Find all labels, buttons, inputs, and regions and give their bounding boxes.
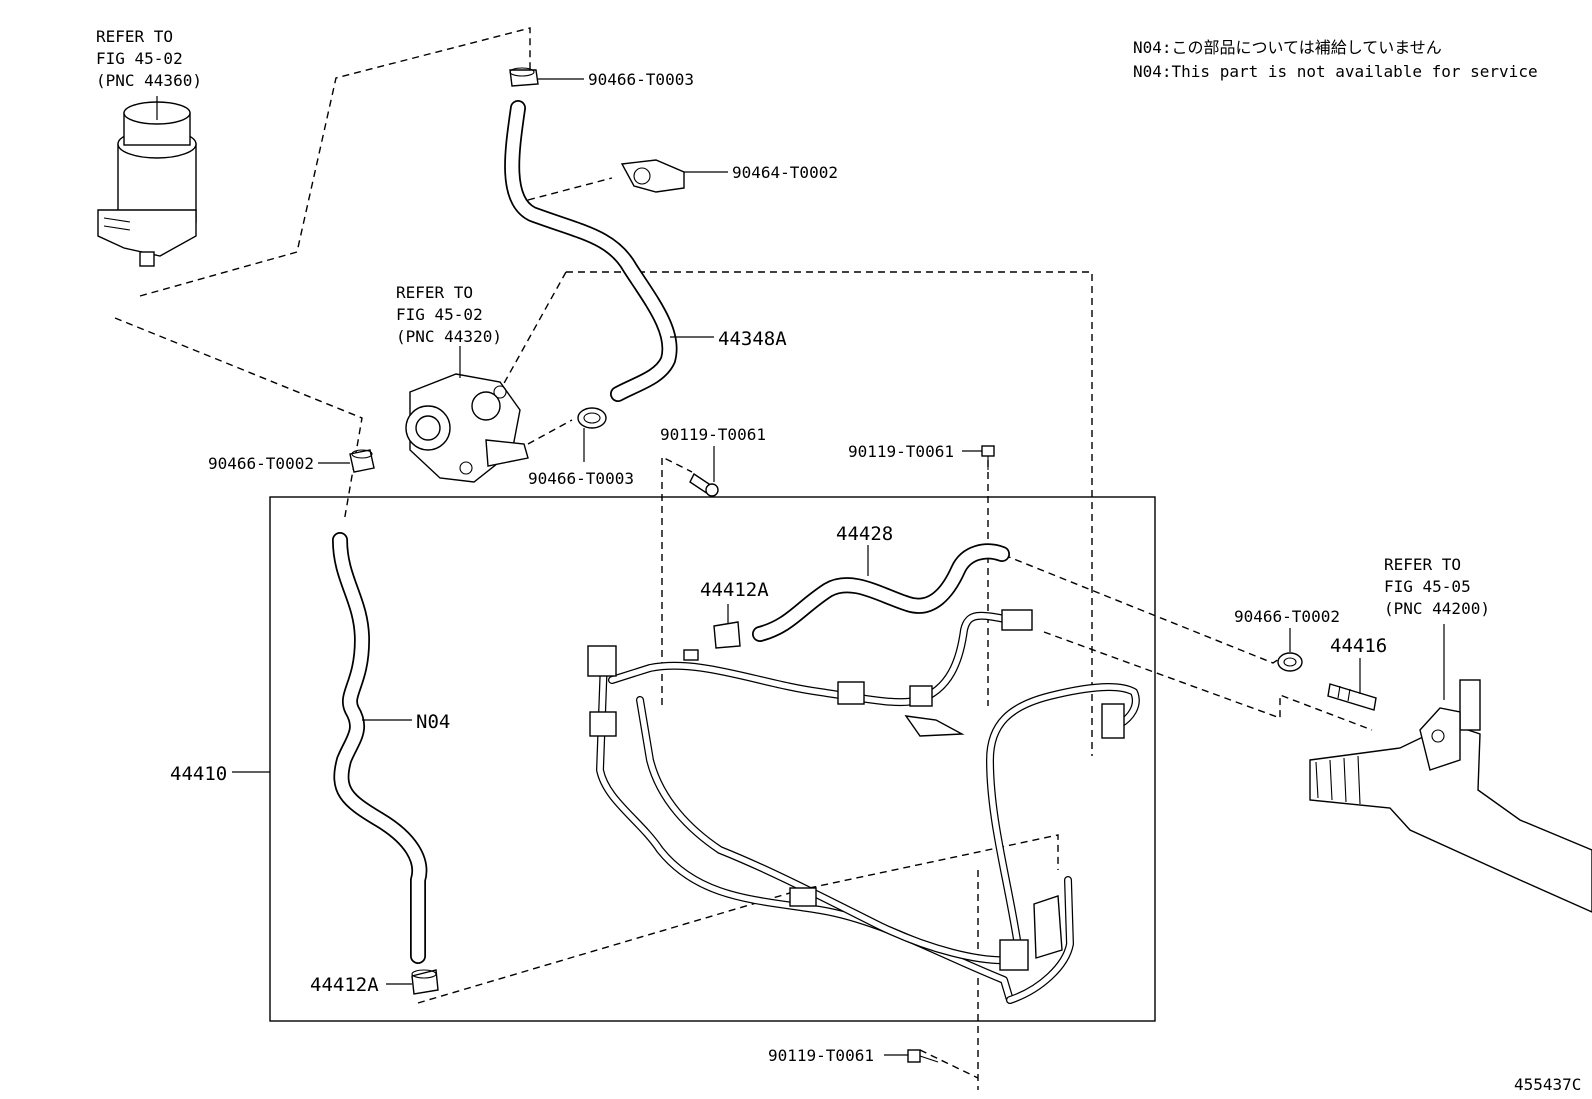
ref-reservoir-line2: FIG 45-02 <box>96 49 183 68</box>
note-english: N04:This part is not available for servi… <box>1133 62 1538 81</box>
label-44428: 44428 <box>836 523 893 545</box>
ref-gear-line1: REFER TO <box>1384 555 1461 574</box>
label-clip-pump: 90466-T0003 <box>528 469 634 488</box>
bolt-bottom-icon <box>907 1049 939 1063</box>
label-44348a: 44348A <box>718 328 787 350</box>
clip-left-icon <box>349 449 375 473</box>
steering-gear-illustration <box>1309 679 1592 913</box>
label-clip-right: 90466-T0002 <box>1234 607 1340 626</box>
clamp-44412a-bottom-icon <box>411 969 439 995</box>
label-clamp-top: 90464-T0002 <box>732 163 838 182</box>
figure-id: 455437C <box>1514 1075 1581 1094</box>
pump-illustration <box>405 373 529 483</box>
dashed-reference-lines <box>114 27 1373 1090</box>
clip-right-icon <box>1277 652 1303 672</box>
label-bolt-bottom: 90119-T0061 <box>768 1046 874 1065</box>
note-japanese: N04:この部品については補給していません <box>1133 38 1442 57</box>
reservoir-illustration <box>97 101 197 267</box>
ref-pump-line1: REFER TO <box>396 283 473 302</box>
clip-top-icon <box>509 67 539 87</box>
label-clip-top: 90466-T0003 <box>588 70 694 89</box>
ref-gear-line3: (PNC 44200) <box>1384 599 1490 618</box>
bolt-2-icon <box>981 445 995 470</box>
ref-gear-line2: FIG 45-05 <box>1384 577 1471 596</box>
hose-44348a <box>504 100 678 402</box>
clamp-icon <box>620 159 685 193</box>
ref-pump-line2: FIG 45-02 <box>396 305 483 324</box>
clip-pump-icon <box>577 407 607 429</box>
label-44412a-top: 44412A <box>700 579 769 601</box>
clamp-44412a-top-icon <box>713 621 741 649</box>
assembly-44410-box <box>269 496 1156 1022</box>
label-bolt-2: 90119-T0061 <box>848 442 954 461</box>
ref-pump-line3: (PNC 44320) <box>396 327 502 346</box>
label-bolt-1: 90119-T0061 <box>660 425 766 444</box>
label-44412a-bottom: 44412A <box>310 974 379 996</box>
hose-n04 <box>332 532 428 964</box>
label-44410: 44410 <box>170 763 227 785</box>
bolt-1-icon <box>689 472 719 497</box>
ref-reservoir-line3: (PNC 44360) <box>96 71 202 90</box>
union-44416-icon <box>1327 683 1377 711</box>
ref-reservoir-line1: REFER TO <box>96 27 173 46</box>
pressure-pipes <box>587 609 1140 1004</box>
label-44416: 44416 <box>1330 635 1387 657</box>
hose-44428 <box>752 543 1010 642</box>
label-n04: N04 <box>416 711 450 733</box>
label-clip-left: 90466-T0002 <box>208 454 314 473</box>
